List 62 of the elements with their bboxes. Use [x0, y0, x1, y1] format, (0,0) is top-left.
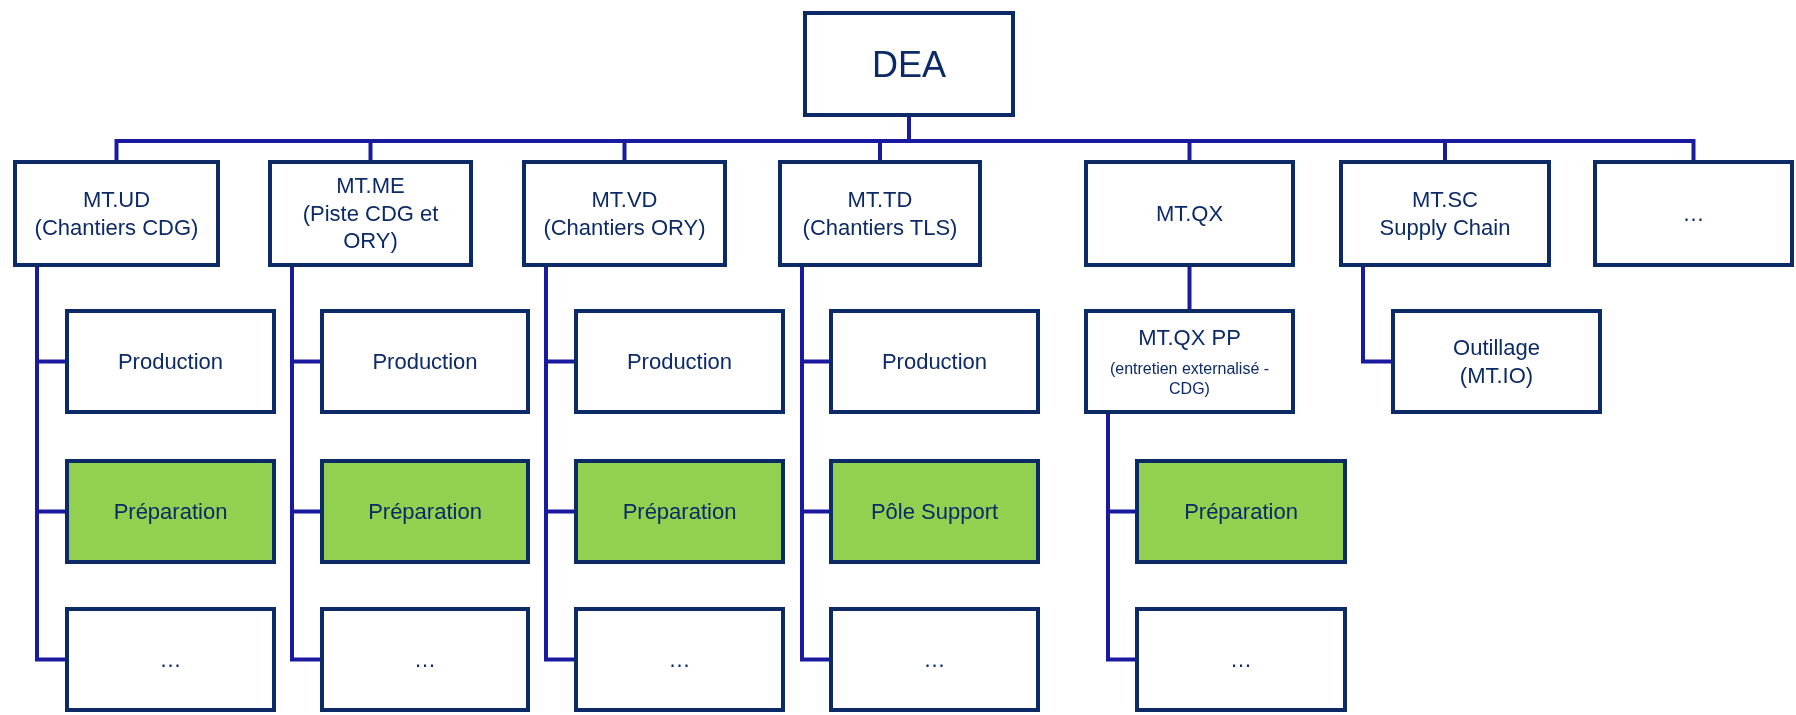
- highlighted-unit-box: [829, 459, 1040, 564]
- unit-name: MT.QX: [1155, 199, 1224, 228]
- highlighted-unit-box: [1135, 459, 1347, 564]
- unit-description: (Piste CDG et ORY): [301, 199, 440, 255]
- unit-name: MT.ME: [336, 172, 405, 200]
- connector-line: [544, 267, 574, 662]
- org-unit-box: [1084, 309, 1295, 414]
- unit-name: MT.VD: [591, 186, 658, 214]
- unit-name: Préparation: [622, 497, 737, 526]
- unit-name: MT.UD: [82, 186, 151, 214]
- unit-description: (Chantiers ORY): [543, 213, 706, 241]
- unit-name: Production: [372, 347, 478, 376]
- unit-name: Production: [626, 347, 733, 376]
- org-unit-box: [778, 160, 982, 267]
- org-unit-box: [1084, 160, 1295, 267]
- org-unit-box: [320, 607, 530, 712]
- unit-description: (Chantiers CDG): [34, 213, 199, 241]
- unit-name: …: [1682, 199, 1705, 228]
- unit-name: DEA: [872, 42, 946, 87]
- unit-description: Supply Chain: [1379, 213, 1511, 241]
- unit-description: (entretien externalisé - CDG): [1108, 359, 1271, 400]
- org-unit-box: [13, 160, 220, 267]
- org-unit-box: [829, 309, 1040, 414]
- connector-line: [1361, 267, 1391, 364]
- unit-name: MT.SC: [1412, 186, 1478, 214]
- unit-name: …: [1230, 645, 1252, 674]
- unit-name: Outillage: [1453, 334, 1540, 362]
- org-unit-box: [65, 607, 276, 712]
- unit-name: …: [159, 645, 182, 674]
- highlighted-unit-box: [574, 459, 785, 564]
- unit-description: (MT.IO): [1459, 361, 1534, 389]
- org-unit-box: [65, 309, 276, 414]
- unit-name: Préparation: [113, 497, 228, 526]
- unit-name: …: [668, 645, 691, 674]
- org-unit-box: [574, 607, 785, 712]
- org-unit-box: [1135, 607, 1347, 712]
- org-unit-box: [803, 11, 1015, 117]
- org-unit-box: [320, 309, 530, 414]
- connector-line: [800, 267, 829, 662]
- org-unit-box: [522, 160, 727, 267]
- unit-name: Pôle Support: [870, 497, 999, 526]
- unit-name: …: [414, 645, 436, 674]
- unit-name: Production: [881, 347, 988, 376]
- org-unit-box: [268, 160, 473, 267]
- org-unit-box: [829, 607, 1040, 712]
- connector-line: [35, 267, 65, 662]
- org-unit-box: [574, 309, 785, 414]
- highlighted-unit-box: [65, 459, 276, 564]
- unit-name: Production: [117, 347, 224, 376]
- unit-name: MT.TD: [847, 186, 913, 214]
- unit-name: …: [923, 645, 946, 674]
- unit-name: Préparation: [368, 497, 482, 526]
- org-unit-box: [1391, 309, 1602, 414]
- connector-line: [1187, 267, 1192, 309]
- unit-description: (Chantiers TLS): [802, 213, 958, 241]
- org-unit-box: [1339, 160, 1551, 267]
- org-unit-box: [1593, 160, 1794, 267]
- connector-line: [1106, 414, 1135, 662]
- unit-name: MT.QX PP: [1138, 323, 1241, 352]
- unit-name: Préparation: [1184, 497, 1298, 526]
- highlighted-unit-box: [320, 459, 530, 564]
- connector-line: [290, 267, 320, 662]
